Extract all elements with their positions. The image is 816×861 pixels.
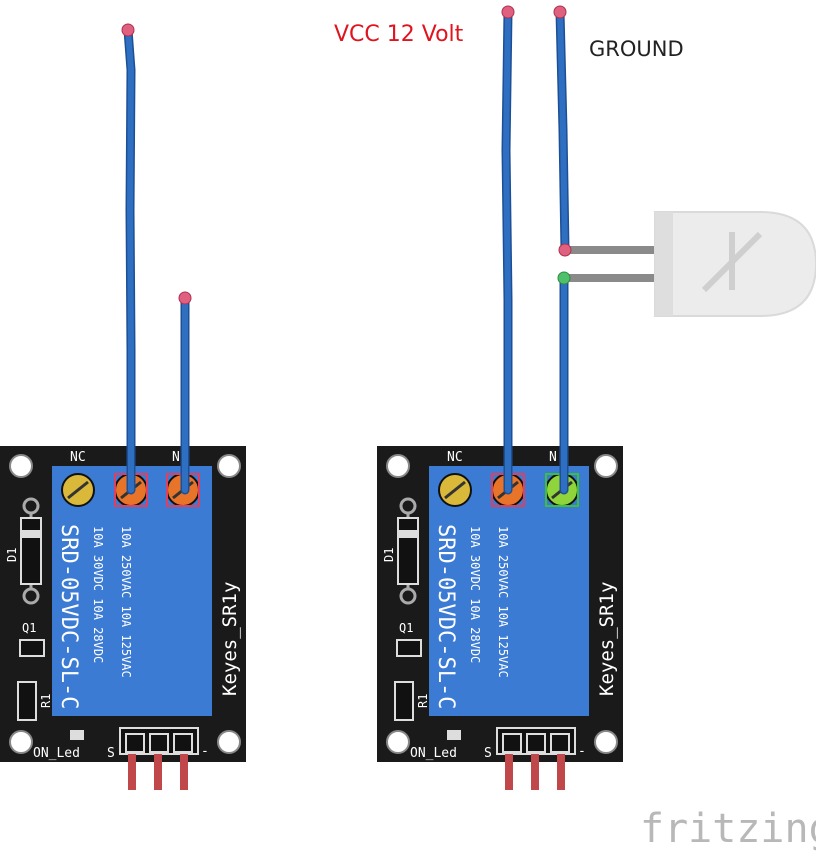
mount-hole [594,730,618,754]
pin-leg [505,754,513,790]
led-leg-ground [565,246,657,254]
diode [20,517,42,585]
signal-pin-label: S [107,746,115,761]
relay-module-2: NC N SRD-05VDC-SL-C 10A 250VAC 10A 125VA… [377,446,623,790]
terminal-no-label: N [549,450,557,465]
relay-rating-2: 10A 30VDC 10A 28VDC [468,526,482,663]
relay-rating-2: 10A 30VDC 10A 28VDC [91,526,105,663]
on-led-label: ON_Led [410,746,457,761]
mount-hole [386,730,410,754]
header-pins [496,727,576,755]
wires [123,7,570,495]
on-led [70,730,84,740]
pin-leg [531,754,539,790]
resistor [17,681,37,721]
ground-label: GROUND [589,37,684,61]
minus-pin-label: - [578,744,586,759]
relay-module-1: NC N SRD-05VDC-SL-C 10A 250VAC 10A 125VA… [0,446,246,790]
wire-endpoints [121,5,572,305]
header-pins [119,727,199,755]
terminal-nc-label: NC [70,450,86,465]
on-led [447,730,461,740]
signal-pin-label: S [484,746,492,761]
diode-label: D1 [382,548,396,562]
brand-label: Keyes_SR1y [219,582,241,696]
transistor [396,639,422,657]
diode [397,517,419,585]
terminal-nc-label: NC [447,450,463,465]
pin-leg [128,754,136,790]
relay-model: SRD-05VDC-SL-C [433,524,458,709]
mount-hole [217,454,241,478]
terminal-no-label: N [172,450,180,465]
resistor-label: R1 [39,694,53,708]
pin-leg [557,754,565,790]
diode-label: D1 [5,548,19,562]
resistor [394,681,414,721]
mount-hole [386,454,410,478]
vcc-label: VCC 12 Volt [334,22,464,47]
relay-rating-1: 10A 250VAC 10A 125VAC [496,526,510,678]
mount-hole [9,454,33,478]
pin-leg [180,754,188,790]
fritzing-watermark: fritzing [640,806,816,852]
relay-rating-1: 10A 250VAC 10A 125VAC [119,526,133,678]
mount-hole [594,454,618,478]
relay-model: SRD-05VDC-SL-C [56,524,81,709]
brand-label: Keyes_SR1y [596,582,618,696]
pin-leg [154,754,162,790]
on-led-label: ON_Led [33,746,80,761]
led-leg-signal [565,274,657,282]
relay-body [52,518,212,716]
transistor [19,639,45,657]
mount-hole [9,730,33,754]
relay-body [429,518,589,716]
transistor-label: Q1 [399,621,413,635]
led-component [565,211,816,317]
transistor-label: Q1 [22,621,36,635]
resistor-label: R1 [416,694,430,708]
mount-hole [217,730,241,754]
minus-pin-label: - [201,744,209,759]
led-bulb [654,211,816,317]
